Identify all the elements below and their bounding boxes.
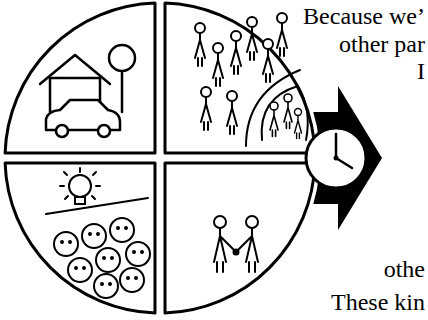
- eye: [140, 250, 144, 254]
- person-icon: [295, 109, 302, 139]
- person-body: [284, 102, 292, 128]
- shelf-line: [46, 198, 148, 214]
- tree-trunk: [121, 70, 124, 112]
- clock-face: [306, 128, 366, 188]
- text-slot: Because we’: [303, 2, 425, 30]
- eye: [126, 276, 130, 280]
- text-slot: othe: [384, 255, 425, 283]
- eye: [124, 226, 128, 230]
- car-body: [46, 100, 120, 130]
- eye: [74, 266, 78, 270]
- person-icon: [263, 39, 273, 82]
- person-body: [263, 49, 273, 82]
- group-divider: [246, 70, 300, 146]
- person-body: [195, 33, 205, 66]
- person-body: [236, 228, 258, 272]
- face: [54, 232, 78, 256]
- car-wheel: [56, 125, 68, 137]
- handshake-dot: [234, 250, 239, 255]
- text-slot: I: [417, 57, 425, 85]
- quadrant: [5, 3, 155, 153]
- car-wheel: [98, 125, 110, 137]
- text-fragment: I: [417, 58, 425, 84]
- person-head: [270, 102, 278, 110]
- person-body: [201, 97, 211, 130]
- face: [120, 268, 144, 292]
- face: [82, 224, 106, 248]
- house-roof: [40, 55, 110, 84]
- group-outline: [262, 86, 308, 140]
- eye: [102, 256, 106, 260]
- text-fragment: These kin: [331, 289, 425, 315]
- person-icon: [201, 87, 211, 130]
- person-icon: [213, 43, 223, 86]
- person-head: [195, 23, 205, 33]
- person-body: [227, 101, 237, 134]
- eye: [134, 276, 138, 280]
- eye: [68, 240, 72, 244]
- text-fragment: Because we’: [303, 3, 425, 29]
- circle-ground: [0, 0, 320, 318]
- person-body: [214, 228, 236, 272]
- person-head: [227, 91, 237, 101]
- person-icon: [227, 91, 237, 134]
- face: [68, 258, 92, 282]
- face-crowd: [54, 218, 150, 298]
- person-head: [201, 87, 211, 97]
- person-body: [270, 110, 278, 136]
- person-body: [231, 41, 241, 74]
- person-body: [247, 27, 257, 60]
- person-head: [231, 31, 241, 41]
- face: [126, 242, 150, 266]
- quadrant: [5, 163, 155, 313]
- face: [96, 248, 120, 272]
- person-head: [263, 39, 273, 49]
- person-head: [277, 13, 287, 23]
- bulb-base: [75, 197, 85, 204]
- text-slot: These kin: [331, 288, 425, 316]
- person-body: [213, 53, 223, 86]
- person-body: [277, 23, 287, 56]
- clock-center: [334, 156, 339, 161]
- eye: [132, 250, 136, 254]
- eye: [110, 256, 114, 260]
- person-icon: [277, 13, 287, 56]
- text-fragment: othe: [384, 256, 425, 282]
- text-slot: other par: [339, 30, 425, 58]
- bulb-rays: [60, 168, 100, 199]
- person-icon: [231, 31, 241, 74]
- quadrant: [165, 3, 315, 153]
- person-head: [246, 216, 258, 228]
- text-fragment: other par: [339, 31, 425, 57]
- clock-hands: [336, 134, 352, 168]
- quadrant: [165, 163, 315, 313]
- person-head: [213, 43, 223, 53]
- person-head: [247, 17, 257, 27]
- eye: [108, 282, 112, 286]
- person-icon: [195, 23, 205, 66]
- eye: [100, 282, 104, 286]
- person-head: [214, 216, 226, 228]
- eye: [60, 240, 64, 244]
- eye: [88, 232, 92, 236]
- eye: [116, 226, 120, 230]
- person-icon: [284, 94, 292, 128]
- person-head: [284, 94, 292, 102]
- person-head: [295, 109, 302, 116]
- person-icon: [270, 102, 278, 136]
- face: [110, 218, 134, 242]
- bulb-glass: [69, 175, 91, 197]
- person-icon: [247, 17, 257, 60]
- face-eyes: [60, 226, 144, 286]
- person-body: [295, 116, 302, 139]
- tree-crown: [109, 45, 135, 71]
- eye: [96, 232, 100, 236]
- face: [94, 274, 118, 298]
- eye: [82, 266, 86, 270]
